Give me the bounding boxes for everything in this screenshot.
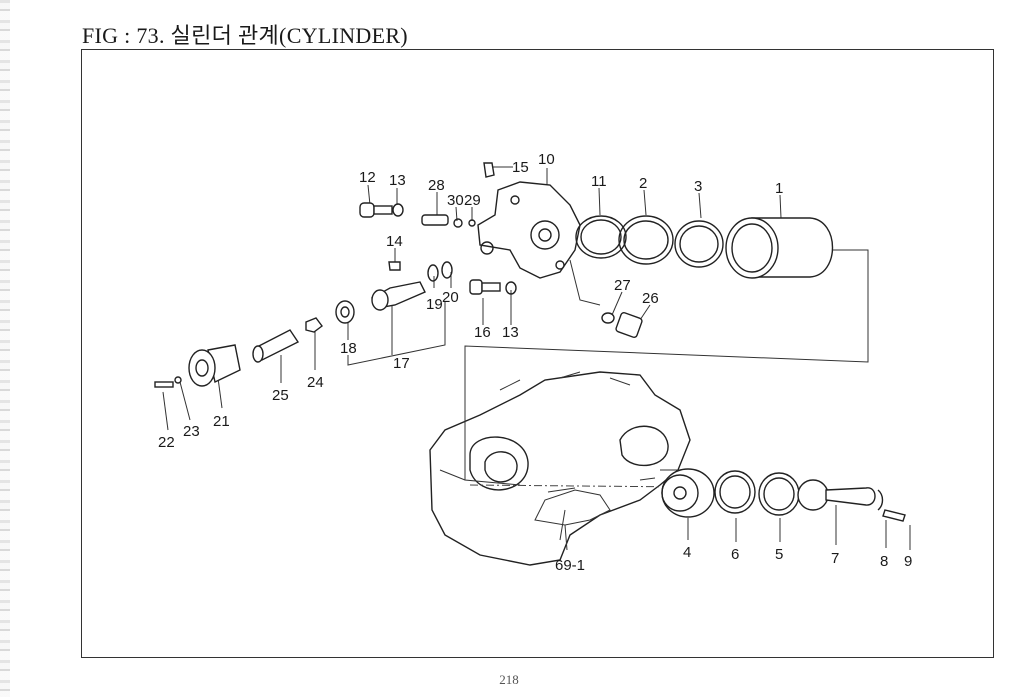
nut-part-24 [305, 317, 323, 333]
callout-21: 21 [213, 413, 230, 430]
callout-10: 10 [538, 151, 555, 168]
pin-part-8 [877, 489, 884, 511]
callout-27: 27 [614, 277, 631, 294]
callout-28: 28 [428, 177, 445, 194]
spacer-part-25 [252, 329, 300, 363]
cap-part-18 [335, 300, 355, 324]
washer-part-19 [427, 264, 439, 282]
callout-20: 20 [442, 289, 459, 306]
callout-29: 29 [464, 192, 481, 209]
callout-16: 16 [474, 324, 491, 341]
o-ring-part-27 [601, 312, 615, 324]
ring-part-5 [758, 472, 800, 516]
plug-part-26 [615, 311, 643, 339]
callout-2: 2 [639, 175, 647, 192]
washer-part-30 [453, 218, 463, 228]
cotter-part-9 [882, 509, 906, 522]
pin-part-14 [388, 261, 401, 271]
callout-14: 14 [386, 233, 403, 250]
flange-part-21 [188, 344, 241, 387]
page-number: 218 [499, 672, 519, 687]
callout-7: 7 [831, 550, 839, 567]
callout-6: 6 [731, 546, 739, 563]
plug-part-15 [483, 162, 495, 178]
washer-part-29 [468, 219, 476, 227]
valve-assembly-part-17 [371, 281, 426, 311]
ring-part-11 [575, 215, 627, 259]
callout-24: 24 [307, 374, 324, 391]
pin-part-28 [421, 214, 449, 226]
callout-22: 22 [158, 434, 175, 451]
cylinder-cover-part-10 [477, 181, 581, 279]
housing-part-69-1 [429, 371, 691, 566]
callout-8: 8 [880, 553, 888, 570]
bolt-part-16 [469, 279, 501, 295]
callout-30: 30 [447, 192, 464, 209]
callout-3: 3 [694, 178, 702, 195]
leader-lines [162, 166, 911, 551]
callout-1: 1 [775, 180, 783, 197]
scan-edge-artifact [0, 0, 10, 697]
washer-part-23 [174, 376, 182, 384]
callout-18: 18 [340, 340, 357, 357]
washer-part-13b [505, 281, 517, 295]
piston-rod-part-7 [797, 479, 876, 511]
washer-part-13 [392, 203, 404, 217]
callout-5: 5 [775, 546, 783, 563]
callout-9: 9 [904, 553, 912, 570]
callout-13: 13 [389, 172, 406, 189]
cylinder-part-1 [725, 217, 834, 279]
callout-69-1: 69-1 [555, 557, 585, 574]
piston-part-4 [661, 468, 715, 518]
callout-12: 12 [359, 169, 376, 186]
callout-26: 26 [642, 290, 659, 307]
ring-part-6 [714, 470, 756, 514]
figure-title: FIG : 73. 실린더 관계(CYLINDER) [82, 23, 408, 48]
callout-11: 11 [591, 173, 607, 190]
ring-part-3 [674, 220, 724, 268]
callout-17: 17 [393, 355, 410, 372]
snap-ring-part-2 [618, 215, 674, 265]
callout-19: 19 [426, 296, 443, 313]
callout-13b: 13 [502, 324, 519, 341]
callout-15: 15 [512, 159, 529, 176]
callout-4: 4 [683, 544, 691, 561]
callout-25: 25 [272, 387, 289, 404]
washer-part-20 [441, 261, 453, 279]
bolt-part-12 [359, 202, 393, 218]
diagram-frame [81, 49, 994, 658]
screw-part-22 [154, 381, 174, 388]
callout-23: 23 [183, 423, 200, 440]
